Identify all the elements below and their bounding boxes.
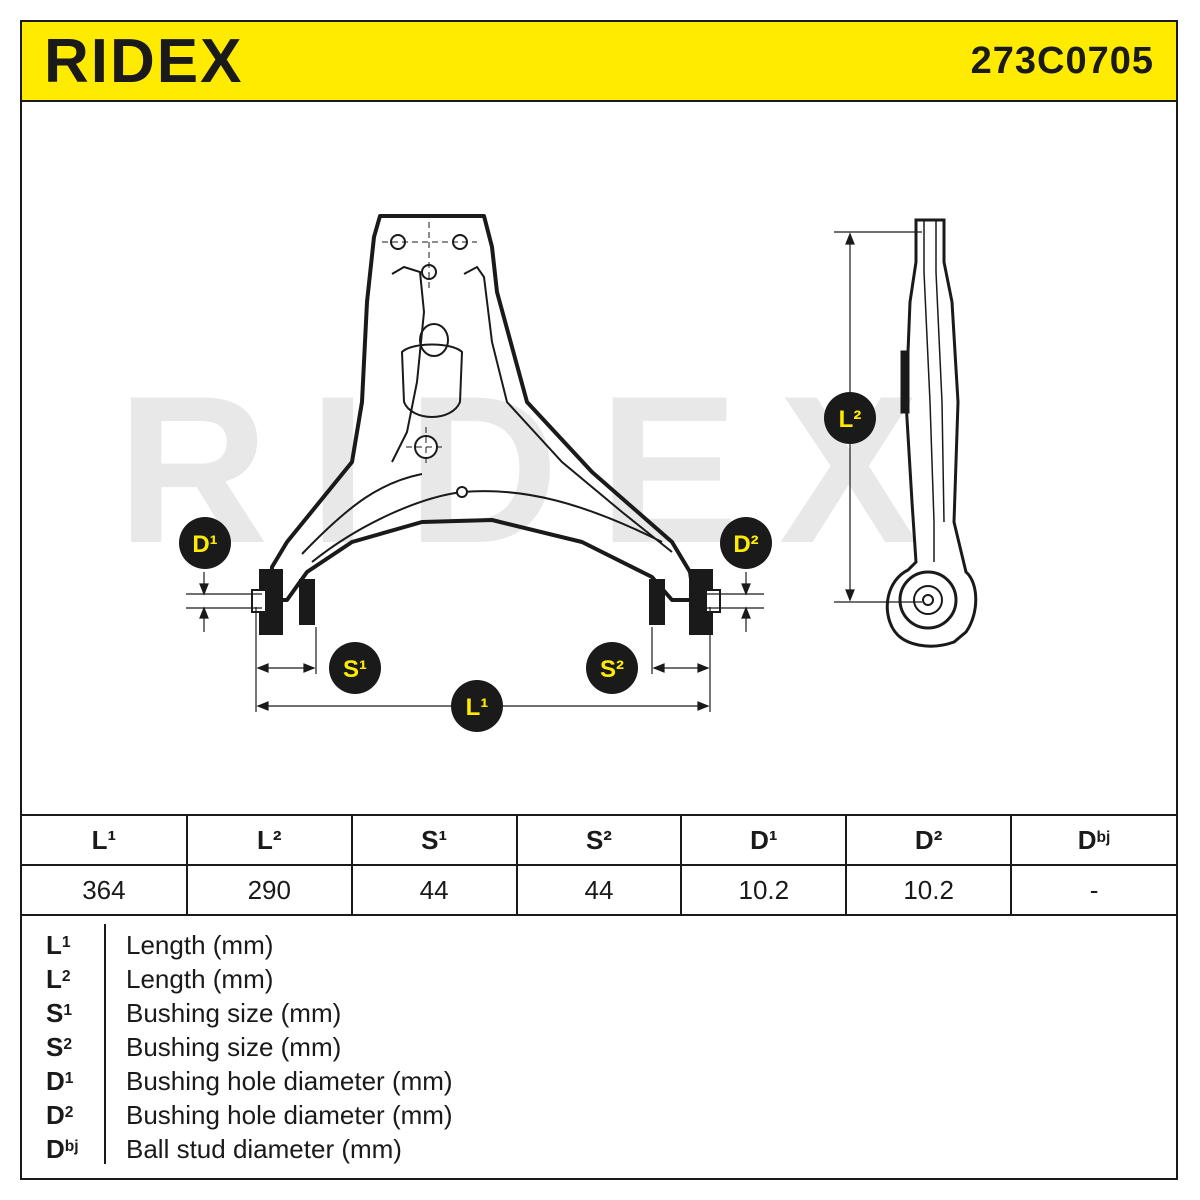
svg-text:L¹: L¹ [466, 694, 489, 721]
value-cell: 44 [350, 864, 518, 916]
badge-d2: D² [720, 517, 772, 569]
part-number: 273C0705 [970, 40, 1154, 82]
header-cell: S¹ [350, 814, 518, 866]
header-cell-dbj: Dbj [1010, 814, 1176, 866]
watermark: RIDEX [117, 352, 959, 587]
header-cell: L¹ [22, 814, 188, 866]
control-arm-side-view [885, 218, 978, 648]
legend-item: D2 Bushing hole diameter (mm) [46, 1100, 453, 1130]
table-header-row: L¹ L² S¹ S² D¹ D² Dbj [22, 814, 1176, 866]
value-cell: 10.2 [680, 864, 848, 916]
technical-drawing: RIDEX [117, 214, 978, 732]
value-cell: - [1010, 864, 1176, 916]
legend-item: L2 Length (mm) [46, 964, 274, 994]
table-row: 364 290 44 44 10.2 10.2 - [22, 864, 1176, 916]
header-cell: L² [185, 814, 353, 866]
badge-d1: D¹ [179, 517, 231, 569]
center-lines [382, 222, 477, 467]
svg-text:L²: L² [839, 406, 862, 433]
value-cell: 364 [22, 864, 188, 916]
spec-sheet: RIDEX 273C0705 RIDEX [20, 20, 1178, 1180]
badge-s2: S² [586, 642, 638, 694]
header-cell: D¹ [680, 814, 848, 866]
header-cell: S² [515, 814, 683, 866]
value-cell: 10.2 [845, 864, 1013, 916]
svg-text:RIDEX: RIDEX [44, 30, 243, 90]
svg-text:S¹: S¹ [343, 656, 367, 683]
svg-text:D¹: D¹ [192, 531, 217, 558]
legend-item: D1 Bushing hole diameter (mm) [46, 1066, 453, 1096]
legend-item: Dbj Ball stud diameter (mm) [46, 1134, 402, 1164]
value-cell: 290 [185, 864, 353, 916]
legend-item: L1 Length (mm) [46, 930, 274, 960]
legend-divider [104, 924, 106, 1164]
svg-text:D²: D² [733, 531, 758, 558]
legend: L1 Length (mm) L2 Length (mm) S1 Bushing… [22, 914, 1176, 1180]
header-bar: RIDEX 273C0705 [22, 22, 1176, 102]
spec-table: L¹ L² S¹ S² D¹ D² Dbj 364 290 44 44 10.2… [22, 814, 1176, 916]
value-cell: 44 [515, 864, 683, 916]
legend-item: S2 Bushing size (mm) [46, 1032, 342, 1062]
ridex-logo: RIDEX [44, 30, 243, 90]
control-arm-front-view [268, 214, 696, 602]
svg-text:S²: S² [600, 656, 624, 683]
header-cell: D² [845, 814, 1013, 866]
right-bushing [649, 569, 721, 635]
left-bushing [251, 569, 315, 635]
badge-s1: S¹ [329, 642, 381, 694]
legend-item: S1 Bushing size (mm) [46, 998, 342, 1028]
badge-l1: L¹ [451, 680, 503, 732]
badge-l2: L² [824, 392, 876, 444]
